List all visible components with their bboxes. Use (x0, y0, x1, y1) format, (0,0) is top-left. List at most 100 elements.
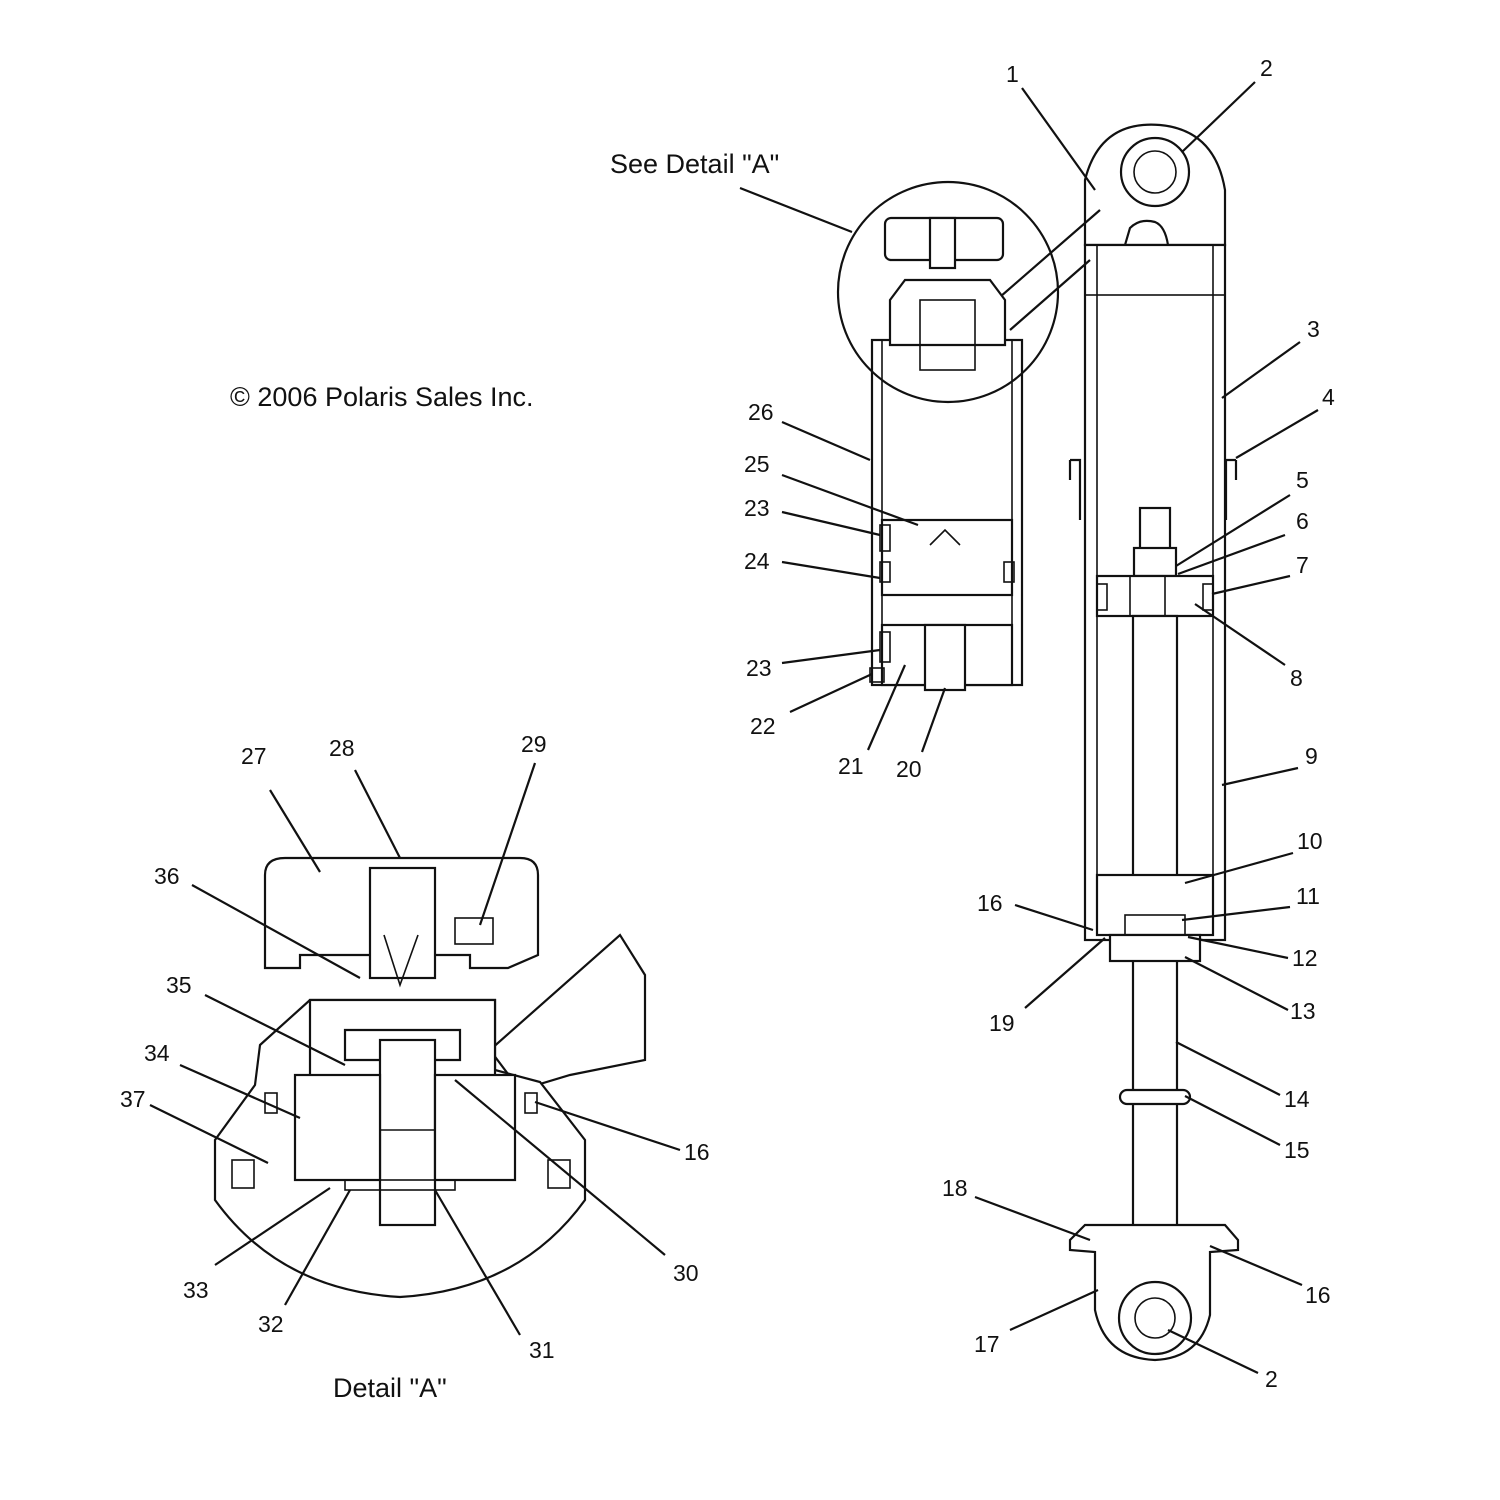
adjuster-knob-small (928, 216, 957, 270)
leader-36 (191, 884, 361, 979)
callout-31: 31 (529, 1337, 555, 1363)
callout-23-top: 23 (744, 495, 770, 521)
compression-piston-right (433, 1073, 517, 1182)
leader-14 (1175, 1041, 1281, 1096)
retainer-clip-right (1224, 458, 1238, 520)
piston-ring-left (1096, 583, 1108, 611)
seal-head-inner (1124, 914, 1186, 936)
callout-32: 32 (258, 1311, 284, 1337)
leader-26 (781, 420, 871, 462)
leader-2a (1181, 81, 1256, 153)
leader-15 (1184, 1095, 1281, 1146)
adjuster-screw (368, 866, 437, 980)
schrader-valve-body (923, 623, 967, 692)
callout-29: 29 (521, 731, 547, 757)
leader-8 (1194, 603, 1286, 666)
leader-24 (781, 560, 881, 580)
callout-16-detail: 16 (684, 1139, 710, 1165)
callout-1: 1 (1006, 61, 1019, 87)
callout-18: 18 (942, 1175, 968, 1201)
callout-7: 7 (1296, 552, 1309, 578)
leader-27 (269, 789, 321, 873)
leader-6 (1177, 533, 1286, 576)
callout-11: 11 (1296, 883, 1320, 909)
leader-35 (204, 994, 346, 1066)
reservoir-hose (984, 209, 1101, 331)
leader-18 (974, 1195, 1091, 1242)
callout-35: 35 (166, 972, 192, 998)
endcap-oring (879, 631, 891, 663)
leader-13 (1184, 956, 1289, 1011)
leader-30 (454, 1079, 666, 1256)
callout-37: 37 (120, 1086, 146, 1112)
fp-oring-bottom-left (879, 561, 891, 583)
callout-27: 27 (241, 743, 267, 769)
adjuster-screw-tip (383, 934, 419, 988)
leader-7 (1211, 574, 1291, 596)
callout-labels: 1 2 2 3 4 5 6 7 8 9 10 11 12 13 14 15 16… (120, 55, 1335, 1392)
detail-a-title: Detail "A" (333, 1373, 447, 1403)
washer-stack (344, 1179, 456, 1191)
reservoir-assembly (836, 180, 1101, 692)
callout-16-main: 16 (977, 890, 1003, 916)
leader-21 (866, 664, 907, 751)
piston-ring-right (1202, 583, 1214, 611)
bottom-eyelet-bore (1117, 1280, 1193, 1356)
fp-oring-top-left (879, 524, 891, 552)
callout-9: 9 (1305, 743, 1318, 769)
callout-24: 24 (744, 548, 770, 574)
detail-a-circle (836, 180, 1060, 404)
leader-25 (781, 473, 919, 527)
callout-2-bottom: 2 (1265, 1366, 1278, 1392)
callout-21: 21 (838, 753, 864, 779)
seal-head (1095, 873, 1215, 937)
see-detail-label: See Detail "A" (610, 149, 779, 179)
callout-17: 17 (974, 1331, 1000, 1357)
leader-10 (1184, 851, 1294, 885)
main-shock-assembly (1068, 123, 1240, 1362)
leader-lines (149, 81, 1319, 1374)
callout-14: 14 (1284, 1086, 1310, 1112)
leader-23a (781, 510, 881, 537)
leader-19 (1024, 937, 1106, 1009)
leader-1 (1021, 87, 1096, 191)
callout-8: 8 (1290, 665, 1303, 691)
top-cap-nub (1123, 219, 1170, 247)
valve-stem (378, 1038, 437, 1227)
callout-3: 3 (1307, 316, 1320, 342)
leader-28 (354, 769, 401, 859)
callout-6: 6 (1296, 508, 1309, 534)
reservoir-head-small (888, 278, 1007, 347)
seal-head-cap (1108, 933, 1202, 963)
callout-28: 28 (329, 735, 355, 761)
leader-16b (1209, 1244, 1303, 1287)
callout-10: 10 (1297, 828, 1323, 854)
leader-23b (781, 648, 881, 665)
bottom-bushing (1134, 1297, 1176, 1339)
callout-25: 25 (744, 451, 770, 477)
leader-5 (1175, 494, 1291, 567)
leader-9 (1221, 766, 1299, 787)
callout-5: 5 (1296, 467, 1309, 493)
bumper-ring (1118, 1088, 1192, 1106)
copyright-text: © 2006 Polaris Sales Inc. (230, 382, 534, 412)
fp-oring-bottom-right (1003, 561, 1015, 583)
reservoir-valve-small (919, 299, 976, 371)
leader-16a (1014, 903, 1094, 932)
leader-20 (920, 687, 947, 753)
callout-4: 4 (1322, 384, 1335, 410)
callout-13: 13 (1290, 998, 1316, 1024)
leader-29 (478, 762, 537, 926)
leader-3 (1221, 341, 1301, 399)
leader-4 (1235, 409, 1319, 459)
detent-ball-pocket (454, 917, 494, 945)
piston (1095, 574, 1215, 618)
snapring-right (547, 1159, 571, 1189)
leader-34 (179, 1063, 301, 1120)
top-eyelet-bore (1119, 136, 1191, 208)
compression-piston-left (293, 1073, 382, 1182)
callout-33: 33 (183, 1277, 209, 1303)
callout-26: 26 (748, 399, 774, 425)
callout-22: 22 (750, 713, 776, 739)
